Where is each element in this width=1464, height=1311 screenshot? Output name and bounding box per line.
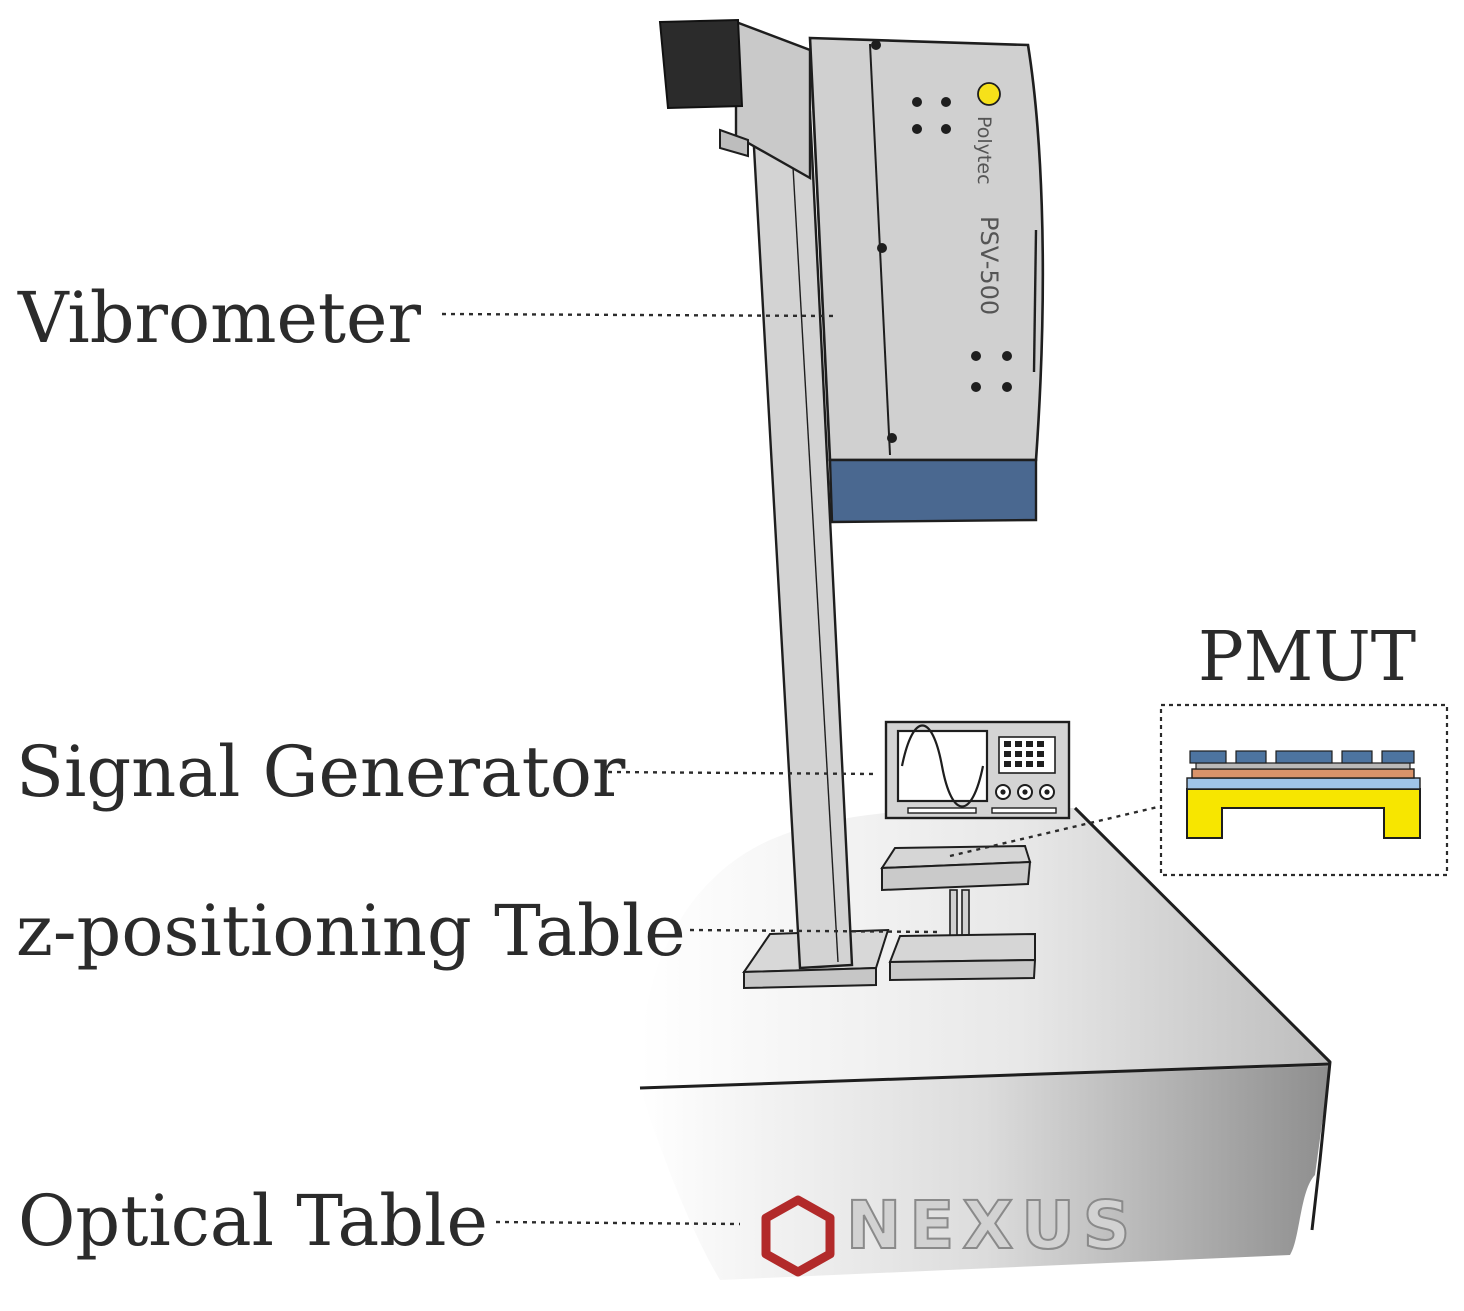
label-z-positioning-table: z-positioning Table <box>16 890 686 972</box>
pmut-membrane-layer <box>1186 777 1421 790</box>
nexus-logo: NEXUS <box>761 1186 1138 1277</box>
pmut-substrate <box>1186 788 1421 839</box>
hexagon-logo-icon <box>761 1195 835 1277</box>
indicator-led-icon <box>977 82 1001 106</box>
pmut-piezo-layer <box>1191 768 1415 779</box>
signal-generator <box>884 720 1071 820</box>
model-text: PSV-500 <box>975 216 1003 315</box>
logo-text: NEXUS <box>846 1187 1138 1264</box>
knob-icons <box>995 784 1055 800</box>
label-optical-table: Optical Table <box>18 1180 488 1262</box>
z-positioning-table <box>880 844 1037 982</box>
vibrometer-lens-band <box>828 458 1038 524</box>
brand-text: Polytec <box>973 116 995 185</box>
vent-dots-upper <box>912 97 951 134</box>
label-vibrometer: Vibrometer <box>17 277 421 359</box>
leader-lines <box>441 312 1163 1226</box>
vent-dots-lower <box>971 351 1012 392</box>
label-pmut: PMUT <box>1198 618 1416 697</box>
vibrometer-head: Polytec PSV-500 <box>808 36 1045 524</box>
pmut-inset <box>1159 703 1449 877</box>
label-signal-generator: Signal Generator <box>16 731 626 813</box>
sine-wave-icon <box>900 724 985 808</box>
optical-table-front <box>640 1066 1330 1280</box>
vibrometer-stand <box>658 18 890 990</box>
pmut-electrodes <box>1189 750 1415 764</box>
